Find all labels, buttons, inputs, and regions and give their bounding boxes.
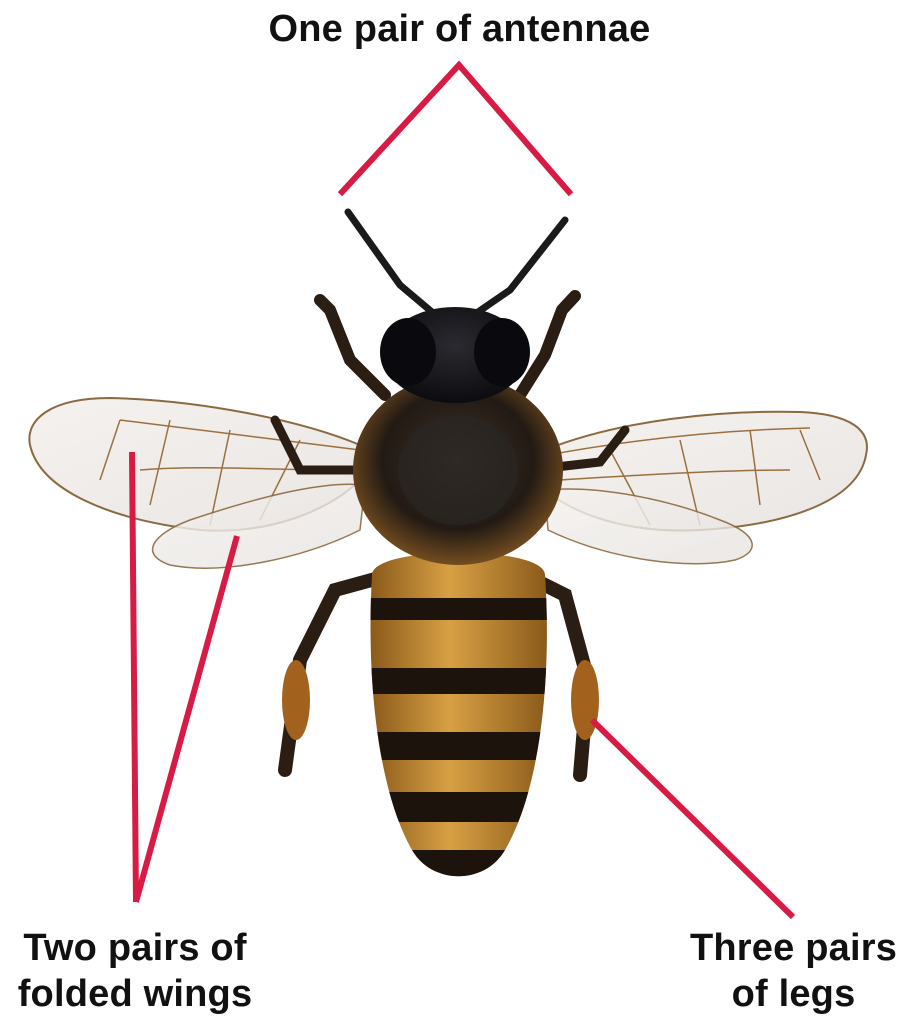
thorax bbox=[353, 375, 563, 565]
legs-label-line-2: of legs bbox=[668, 971, 919, 1017]
antennae-label: One pair of antennae bbox=[0, 6, 919, 52]
legs-label: Three pairs of legs bbox=[668, 925, 919, 1017]
abdomen bbox=[360, 553, 560, 891]
legs-pointer bbox=[592, 720, 793, 917]
antennae-pointer bbox=[342, 65, 569, 192]
wings-label-line-2: folded wings bbox=[0, 971, 270, 1017]
wings-label-line-1: Two pairs of bbox=[0, 925, 270, 971]
legs-label-line-1: Three pairs bbox=[668, 925, 919, 971]
antennae bbox=[348, 212, 565, 312]
wings-label: Two pairs of folded wings bbox=[0, 925, 270, 1017]
